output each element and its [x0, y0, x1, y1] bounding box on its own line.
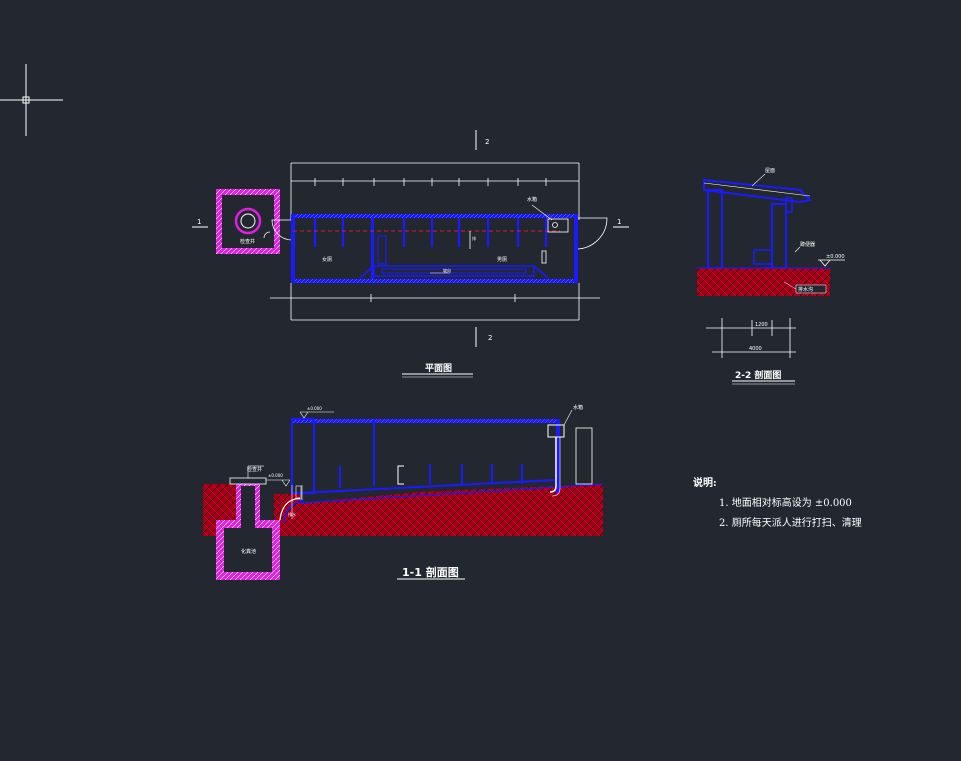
- manhole-plan: 检查井: [216, 189, 280, 254]
- section-1-1: 化粪池 检查井 ±0.000: [203, 404, 604, 580]
- note-item: 1. 地面相对标高设为 ±0.000: [719, 498, 852, 509]
- section-1-pipe-label: 排水: [288, 511, 296, 517]
- plan-left-room-label: 女厕: [322, 256, 332, 263]
- section-2-dim-top: 1200: [755, 322, 768, 328]
- plan-view: 2 2: [192, 130, 629, 378]
- manhole-label: 检查井: [240, 238, 255, 245]
- crosshair-cursor-icon: [0, 64, 63, 136]
- section-2-2-title: 2-2 剖面图: [735, 369, 781, 381]
- section-1-tank-label: 水箱: [573, 404, 583, 411]
- plan-right-room-label: 男厕: [497, 257, 507, 263]
- manhole-section: 化粪池 检查井: [216, 465, 280, 580]
- plan-tag-mid: 排: [472, 235, 476, 241]
- section-2-roof-label: 屋面: [765, 168, 775, 174]
- section-2-fixture-label: 蹲便器: [800, 241, 815, 248]
- section-mark-1-left: 1: [197, 218, 201, 226]
- plan-slope-label: 坡向: [443, 267, 451, 273]
- plan-view-title: 平面图: [425, 363, 452, 374]
- section-2-dim-bottom: 4000: [749, 346, 762, 352]
- section-1-well-top-label: 检查井: [247, 466, 262, 473]
- plan-dimension-bottom: [270, 283, 600, 321]
- plan-tag-top: 水箱: [527, 196, 537, 203]
- section-1-1-title: 1-1 剖面图: [402, 565, 459, 579]
- door-arc-right: [575, 217, 608, 250]
- section-2-drain-label: 排水沟: [798, 286, 813, 293]
- section-2-2: 屋面 蹲便器 ±0.000 排水沟: [697, 168, 845, 385]
- section-1-ground-label: ±0.000: [268, 473, 283, 478]
- section-mark-1-right: 1: [617, 218, 621, 226]
- section-mark-2-bottom: 2: [488, 334, 492, 342]
- section-1-elevation-label: ±0.000: [307, 406, 322, 411]
- note-item: 2. 厕所每天派人进行打扫、清理: [719, 518, 862, 529]
- section-mark-2-top: 2: [485, 138, 489, 146]
- notes-block: 说明: 1. 地面相对标高设为 ±0.000 2. 厕所每天派人进行打扫、清理: [693, 474, 862, 534]
- building-walls-plan: 水箱 排 坡向: [291, 196, 578, 283]
- notes-title: 说明:: [693, 478, 717, 489]
- section-2-ground-label: ±0.000: [826, 254, 845, 260]
- plan-dimension-top: [290, 162, 580, 220]
- section-1-well-label: 化粪池: [241, 548, 256, 555]
